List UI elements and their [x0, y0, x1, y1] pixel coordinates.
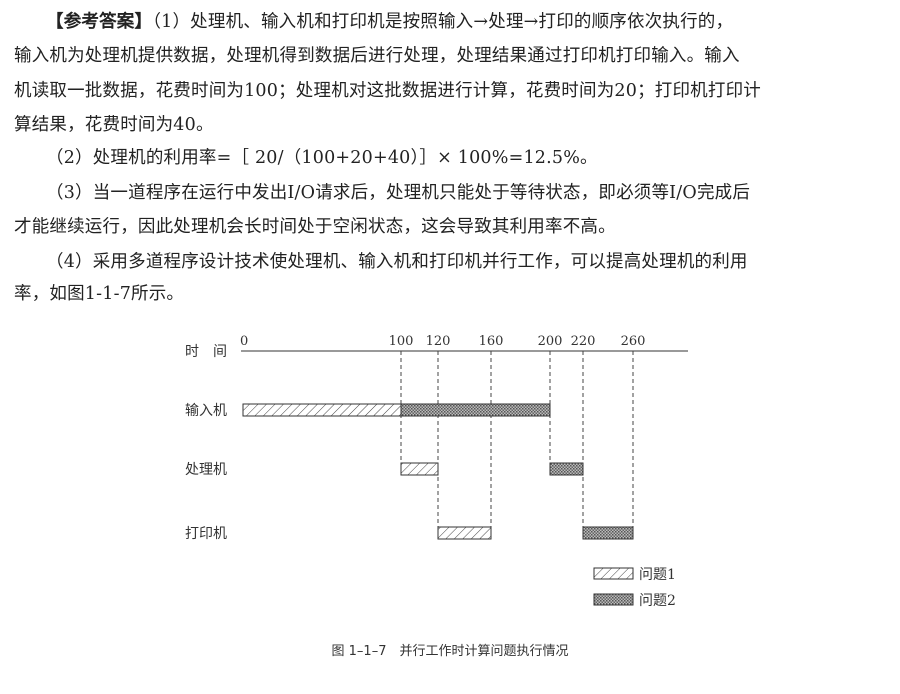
gantt-bar — [582, 526, 634, 540]
answer-line: 率，如图1-1-7所示。 — [14, 284, 185, 304]
answer-line: 【参考答案】（1）处理机、输入机和打印机是按照输入→处理→打印的顺序依次执行的， — [46, 12, 734, 32]
tick-label: 160 — [479, 334, 504, 349]
gantt-bar — [437, 526, 492, 540]
tick-label: 260 — [621, 334, 646, 349]
gantt-bar — [242, 403, 402, 417]
answer-line: （4）采用多道程序设计技术使处理机、输入机和打印机并行工作，可以提高处理机的利用 — [46, 252, 748, 272]
row-label: 处理机 — [185, 462, 227, 478]
legend-label: 问题1 — [639, 567, 676, 583]
tick-label: 200 — [538, 334, 563, 349]
answer-line: 才能继续运行，因此处理机会长时间处于空闲状态，这会导致其利用率不高。 — [14, 217, 616, 237]
answer-line: （3）当一道程序在运行中发出I/O请求后，处理机只能处于等待状态，即必须等I/O… — [46, 183, 751, 203]
answer-line: 算结果，花费时间为40。 — [14, 115, 214, 135]
answer-line: 机读取一批数据，花费时间为100；处理机对这批数据进行计算，花费时间为20；打印… — [14, 81, 761, 101]
legend-label: 问题2 — [639, 593, 676, 609]
tick-label: 220 — [571, 334, 596, 349]
answer-heading: 【参考答案】 — [46, 12, 153, 32]
figure-caption: 图 1–1–7 并行工作时计算问题执行情况 — [331, 644, 569, 659]
tick-label: 100 — [389, 334, 414, 349]
tick-label: 120 — [426, 334, 451, 349]
answer-line: 输入机为处理机提供数据，处理机得到数据后进行处理，处理结果通过打印机打印输入。输… — [14, 46, 740, 66]
gantt-bar — [549, 462, 584, 476]
row-label: 输入机 — [185, 403, 227, 419]
axis-label: 时 间 — [185, 344, 227, 360]
answer-line: （2）处理机的利用率=［ 20/（100+20+40）］× 100%=12.5%… — [46, 148, 598, 168]
legend-swatch — [593, 593, 634, 606]
tick-label: 0 — [240, 334, 248, 349]
legend-swatch — [593, 567, 634, 580]
gantt-bar — [400, 403, 551, 417]
row-label: 打印机 — [185, 525, 227, 542]
gantt-bar — [400, 462, 439, 476]
